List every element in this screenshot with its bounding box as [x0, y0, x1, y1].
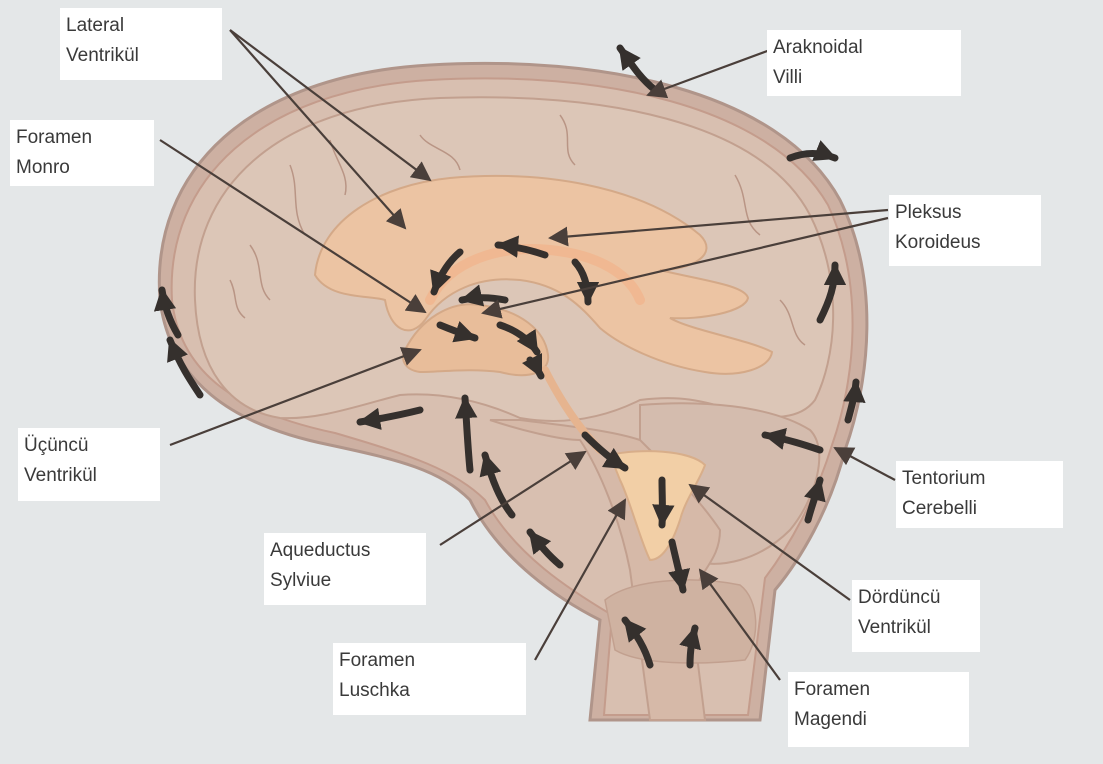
label-pleksus-koroideus: Pleksus Koroideus — [889, 195, 1041, 266]
label-foramen-monro: Foramen Monro — [10, 120, 154, 186]
label-lateral-ventrikul: Lateral Ventrikül — [60, 8, 222, 80]
label-foramen-magendi: Foramen Magendi — [788, 672, 969, 747]
label-foramen-luschka: Foramen Luschka — [333, 643, 526, 715]
label-tentorium-cerebelli: Tentorium Cerebelli — [896, 461, 1063, 528]
label-dorduncu-ventrikul: Dördüncü Ventrikül — [852, 580, 980, 652]
leader-araknoidal — [648, 50, 770, 95]
leader-tentorium — [835, 448, 895, 480]
label-aqueductus-sylviue: Aqueductus Sylviue — [264, 533, 426, 605]
label-ucuncu-ventrikul: Üçüncü Ventrikül — [18, 428, 160, 501]
label-araknoidal-villi: Araknoidal Villi — [767, 30, 961, 96]
